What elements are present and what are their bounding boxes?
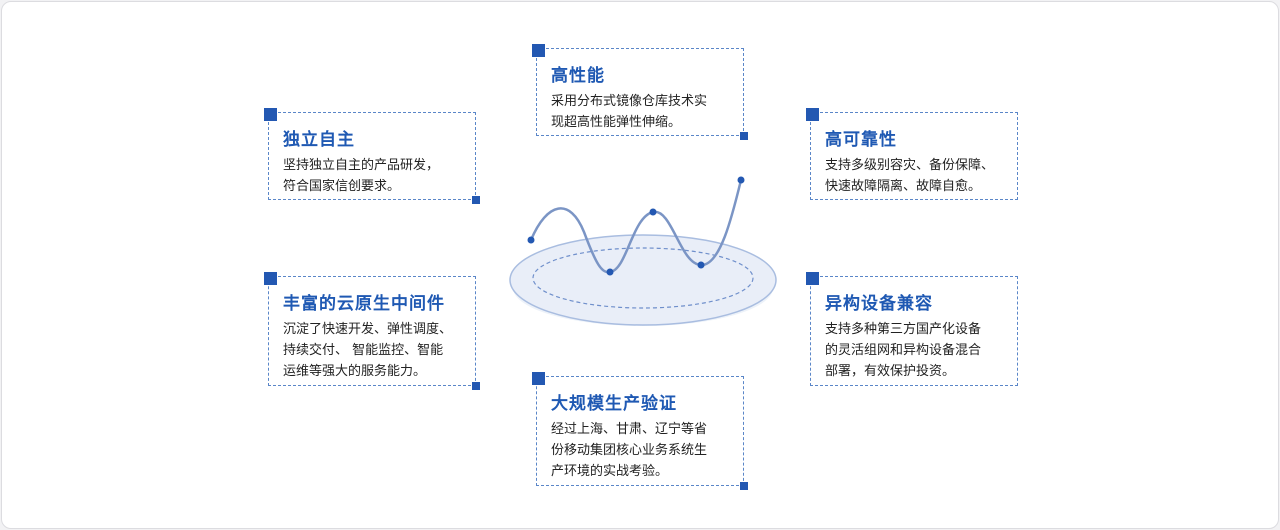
card-title: 独立自主 [283, 130, 355, 150]
corner-square-icon [806, 108, 819, 121]
feature-card-high-reliability: 高可靠性 支持多级别容灾、备份保障、 快速故障隔离、故障自愈。 [806, 108, 1018, 200]
card-description: 坚持独立自主的产品研发， 符合国家信创要求。 [283, 158, 440, 194]
corner-square-icon [472, 196, 480, 204]
card-description: 支持多种第三方国产化设备 的灵活组网和异构设备混合 部署，有效保护投资。 [825, 322, 982, 379]
corner-square-icon [264, 272, 277, 285]
corner-square-icon [472, 382, 480, 390]
card-description: 采用分布式镜像仓库技术实 现超高性能弹性伸缩。 [551, 94, 708, 130]
wave-curve [529, 178, 743, 274]
wave-point [737, 176, 745, 184]
feature-card-high-performance: 高性能 采用分布式镜像仓库技术实 现超高性能弹性伸缩。 [532, 44, 748, 140]
feature-card-middleware: 丰富的云原生中间件 沉淀了快速开发、弹性调度、 持续交付、 智能监控、智能 运维… [264, 272, 480, 390]
feature-card-production: 大规模生产验证 经过上海、甘肃、辽宁等省 份移动集团核心业务系统生 产环境的实战… [532, 372, 748, 490]
corner-square-icon [806, 272, 819, 285]
corner-square-icon [532, 372, 545, 385]
wave-point [697, 261, 705, 269]
dish-inner-ring [532, 247, 754, 309]
corner-square-icon [532, 44, 545, 57]
card-title: 丰富的云原生中间件 [283, 294, 445, 314]
wave-point [527, 236, 535, 244]
corner-square-icon [264, 108, 277, 121]
wave-point [649, 208, 657, 216]
corner-square-icon [740, 132, 748, 140]
feature-card-independent: 独立自主 坚持独立自主的产品研发， 符合国家信创要求。 [264, 108, 480, 204]
card-description: 经过上海、甘肃、辽宁等省 份移动集团核心业务系统生 产环境的实战考验。 [551, 422, 708, 479]
wave-point [606, 268, 614, 276]
corner-square-icon [740, 482, 748, 490]
card-title: 高可靠性 [825, 130, 897, 150]
card-title: 高性能 [551, 66, 605, 86]
card-title: 大规模生产验证 [551, 394, 677, 414]
card-description: 支持多级别容灾、备份保障、 快速故障隔离、故障自愈。 [825, 158, 995, 194]
card-description: 沉淀了快速开发、弹性调度、 持续交付、 智能监控、智能 运维等强大的服务能力。 [283, 322, 453, 379]
feature-card-heterogeneous: 异构设备兼容 支持多种第三方国产化设备 的灵活组网和异构设备混合 部署，有效保护… [806, 272, 1018, 386]
card-title: 异构设备兼容 [825, 294, 933, 314]
